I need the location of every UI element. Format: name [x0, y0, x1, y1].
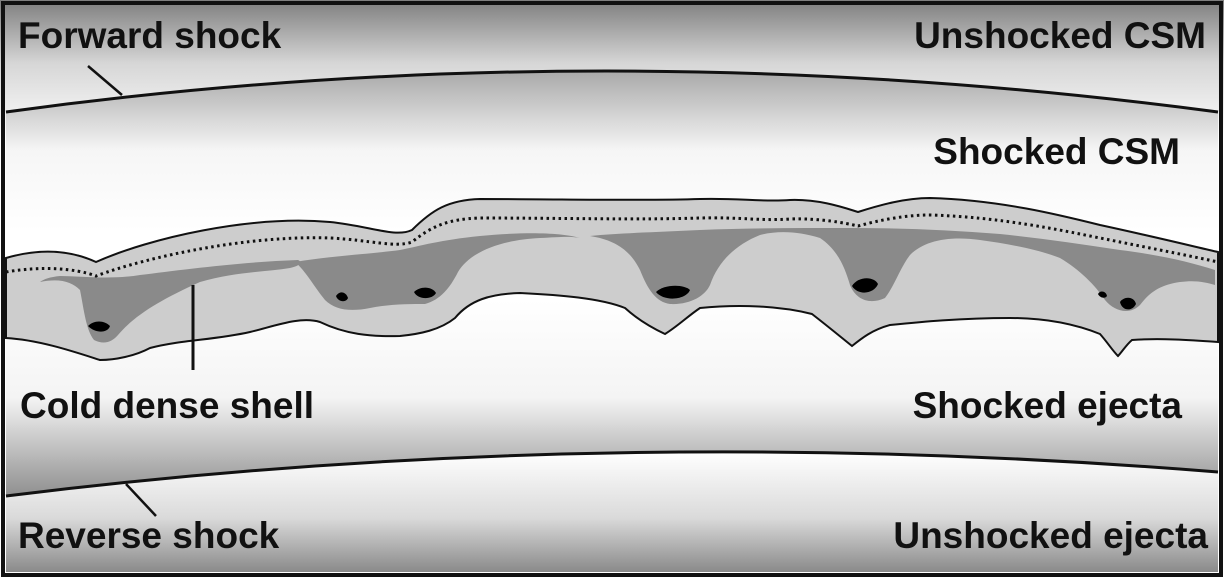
label-unshocked-csm: Unshocked CSM	[914, 15, 1206, 56]
clump-7	[1120, 297, 1136, 310]
clump-5	[852, 278, 878, 293]
label-unshocked-ejecta: Unshocked ejecta	[893, 515, 1208, 556]
dense-clump-band-1	[40, 260, 301, 343]
clump-2	[336, 292, 348, 302]
dense-clump-band-2	[295, 233, 580, 310]
clump-6	[1098, 291, 1107, 298]
clump-1	[88, 321, 110, 332]
clump-4	[656, 285, 690, 299]
forward-shock-leader	[87, 65, 123, 96]
label-reverse-shock: Reverse shock	[18, 515, 280, 556]
contact-discontinuity-dotted-line	[5, 213, 1219, 278]
reverse-shock-line	[5, 450, 1219, 498]
shocked-ejecta-region	[6, 300, 1218, 496]
label-shocked-ejecta: Shocked ejecta	[913, 385, 1183, 426]
label-shocked-csm: Shocked CSM	[933, 131, 1180, 172]
forward-shock-line	[5, 69, 1219, 114]
clump-3	[414, 287, 436, 299]
dense-clump-band-3	[590, 228, 1215, 312]
label-cold-dense-shell: Cold dense shell	[20, 385, 314, 426]
unshocked-ejecta-region	[6, 451, 1218, 572]
reverse-shock-leader	[125, 483, 157, 517]
label-forward-shock: Forward shock	[18, 15, 282, 56]
